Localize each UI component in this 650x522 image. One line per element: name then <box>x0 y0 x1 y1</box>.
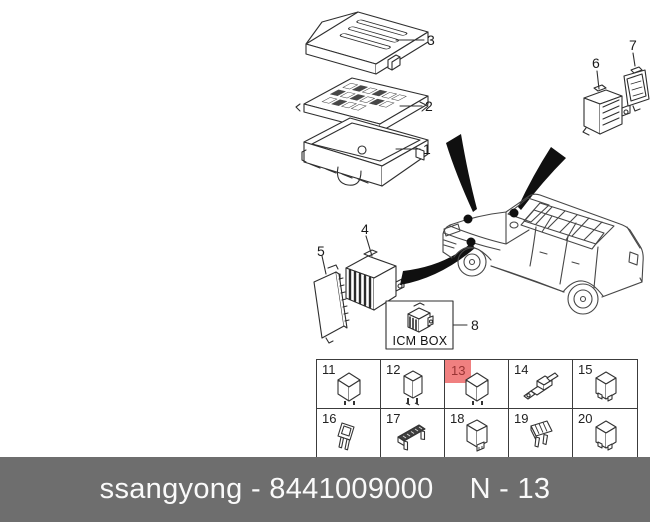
footer-page-reference: N - 13 <box>469 473 551 505</box>
relay-connector-icon <box>445 416 508 456</box>
fuse-mini-icon <box>317 416 380 456</box>
icm-box-frame <box>385 300 454 350</box>
callout-4[interactable]: 4 <box>361 221 369 237</box>
cell-number: 18 <box>450 411 465 426</box>
leader-lines <box>321 39 636 326</box>
callout-6[interactable]: 6 <box>592 55 600 71</box>
parts-table-cell-18[interactable]: 18 <box>445 409 509 458</box>
parts-table-cell-17[interactable]: 17 <box>381 409 445 458</box>
relay-tall-icon <box>381 367 444 407</box>
relay-cube-icon <box>445 367 508 407</box>
cell-number-highlighted: 13 <box>445 360 472 383</box>
icm-box-label: ICM BOX <box>392 334 448 348</box>
callout-2[interactable]: 2 <box>425 98 433 114</box>
location-dots <box>463 208 519 247</box>
callout-1[interactable]: 1 <box>423 141 431 157</box>
cell-number: 15 <box>578 362 593 377</box>
flat-relay-drawing <box>623 66 650 112</box>
parts-table-cell-11[interactable]: 11 <box>317 360 381 409</box>
fuse-plate-drawing <box>295 77 429 133</box>
fuse-maxi-icon <box>509 416 572 456</box>
cell-number: 14 <box>514 362 529 377</box>
cell-number: 16 <box>322 411 337 426</box>
parts-table-cell-16[interactable]: 16 <box>317 409 381 458</box>
diagram-illustration <box>295 11 650 350</box>
fuse-puller-icon <box>381 416 444 456</box>
footer-bar: ssangyong - 8441009000 N - 13 <box>0 457 650 522</box>
cell-number: 17 <box>386 411 401 426</box>
parts-table-cell-19[interactable]: 19 <box>509 409 573 458</box>
control-unit-drawing <box>582 84 631 136</box>
callout-5[interactable]: 5 <box>317 243 325 259</box>
fuse-box-housing-drawing <box>301 117 429 187</box>
cell-number: 11 <box>322 362 336 377</box>
vehicle-drawing <box>442 193 644 315</box>
fusible-link-icon <box>509 367 572 407</box>
parts-table-cell-15[interactable]: 15 <box>573 360 637 409</box>
callout-7[interactable]: 7 <box>629 37 637 53</box>
flat-module-drawing <box>313 264 350 344</box>
relay-socket-icon <box>573 416 637 456</box>
callout-3[interactable]: 3 <box>427 32 435 48</box>
parts-table-cell-12[interactable]: 12 <box>381 360 445 409</box>
location-arrows <box>400 134 566 285</box>
relay-cube-icon <box>317 367 380 407</box>
parts-table-cell-13[interactable]: 13 <box>445 360 509 409</box>
icm-relay-icon <box>407 302 434 333</box>
cell-number: 19 <box>514 411 529 426</box>
parts-table-cell-14[interactable]: 14 <box>509 360 573 409</box>
cell-number: 20 <box>578 411 593 426</box>
footer-brand-part-number: ssangyong - 8441009000 <box>99 473 434 505</box>
parts-table: 11 12 13 14 15 16 17 18 19 20 <box>316 359 638 459</box>
callout-8[interactable]: 8 <box>471 317 479 333</box>
cell-number: 12 <box>386 362 401 377</box>
parts-table-cell-20[interactable]: 20 <box>573 409 637 458</box>
fuse-box-cover-drawing <box>305 11 429 75</box>
relay-socket-icon <box>573 367 637 407</box>
